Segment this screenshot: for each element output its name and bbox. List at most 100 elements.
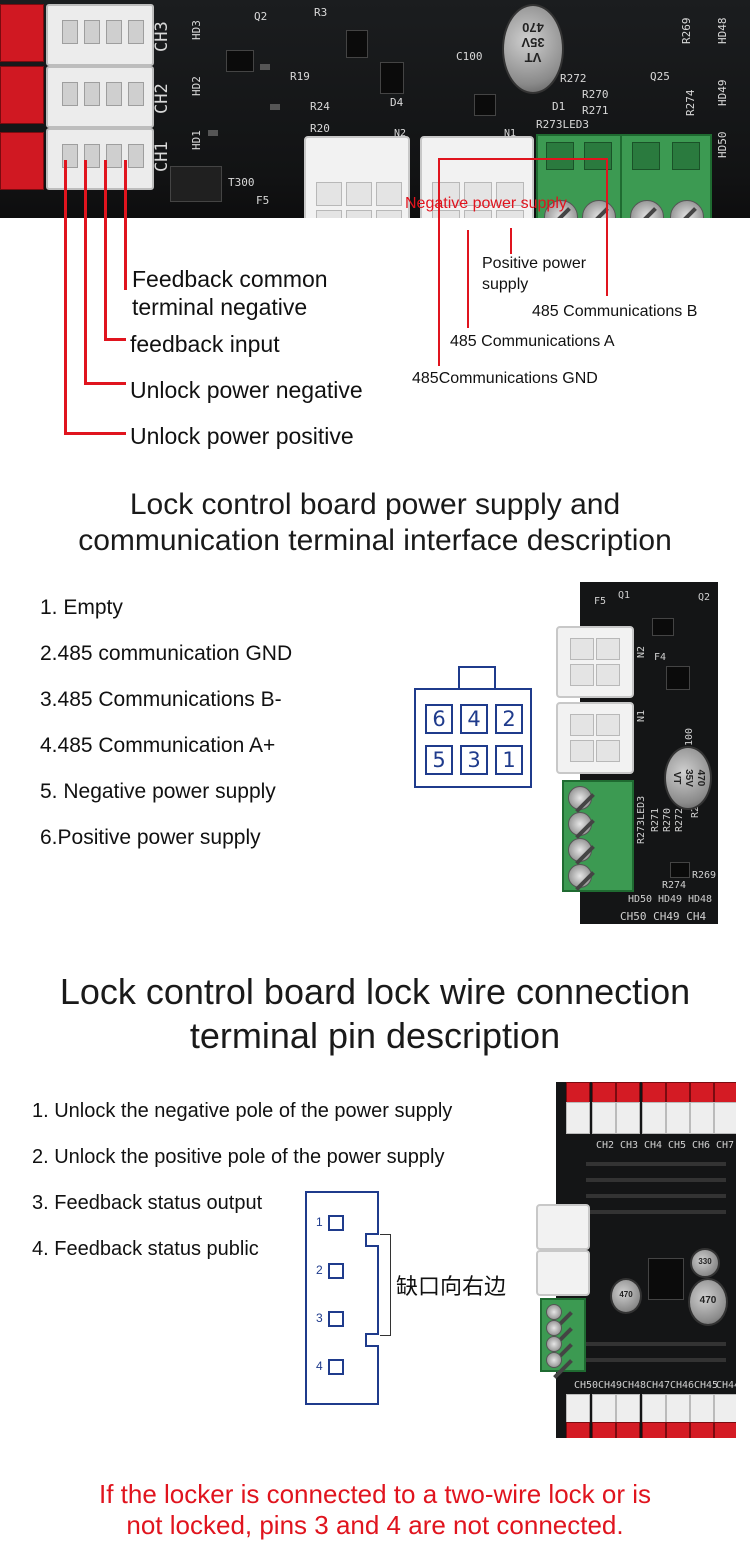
smd-row (586, 1342, 726, 1346)
label-feedback-common-line2: terminal negative (132, 294, 308, 320)
callout-line-gnd (438, 158, 440, 366)
label-485-comm-gnd: 485Communications GND (412, 370, 598, 387)
terminal-block (562, 780, 634, 892)
silk-hd1: HD1 (190, 130, 203, 150)
silk-r271: R271 (582, 104, 609, 117)
smd-chip (380, 62, 404, 94)
silk-n2: N2 (636, 645, 647, 658)
silk-r270: R270 (662, 807, 673, 832)
silk-hd50: HD50 (716, 131, 729, 159)
label-feedback-common-line1: Feedback common (132, 266, 328, 292)
section1-item-1: 1. Empty (40, 596, 123, 619)
section1-item-4: 4.485 Communication A+ (40, 734, 276, 757)
silk-ch1: CH1 (152, 141, 172, 172)
silk-r3: R3 (314, 6, 328, 19)
label-unlock-power-positive: Unlock power positive (130, 423, 354, 449)
silk-ch3: CH3 (152, 21, 172, 52)
silk-r274: R274 (684, 89, 697, 117)
smd-row (586, 1178, 726, 1182)
molex-connector-n2 (304, 136, 410, 218)
terminal-block-right (620, 134, 712, 218)
silk-led3: R273LED3 (536, 118, 589, 131)
silk-r269: R269 (680, 17, 693, 45)
label-positive-power-line1: Positive power (482, 255, 587, 272)
callout-line (104, 338, 126, 341)
pin-number-1: 1 (316, 1215, 323, 1229)
pin-1: 1 (495, 745, 523, 775)
silk-r19: R19 (290, 70, 310, 83)
silk-r274: R274 (662, 880, 687, 891)
section1-title-line1: Lock control board power supply and (129, 488, 621, 521)
smd-resistor (270, 104, 280, 110)
silk-n1: N1 (504, 128, 517, 139)
section2-item-3: 3. Feedback status output (32, 1192, 263, 1214)
header-pins (170, 166, 222, 202)
smd-chip (670, 862, 690, 878)
silk-hd3: HD3 (190, 20, 203, 40)
smd-row (586, 1162, 726, 1166)
molex-connector-n1 (556, 702, 634, 774)
pin-5: 5 (425, 745, 453, 775)
red-connector-ch2 (0, 66, 44, 124)
silk-r20: R20 (310, 122, 330, 135)
callout-line-unlock-positive (64, 160, 67, 434)
pin-number-2: 2 (316, 1263, 323, 1277)
smd-chip (474, 94, 496, 116)
smd-resistor (208, 130, 218, 136)
silk-q2: Q2 (698, 592, 711, 603)
label-positive-power-line2: supply (482, 276, 529, 293)
silk-ch5: CH5 (668, 1140, 687, 1151)
silk-q2: Q2 (254, 10, 268, 23)
silk-ch3: CH3 (620, 1140, 639, 1151)
label-feedback-input: feedback input (130, 331, 280, 357)
notch-bracket (380, 1234, 391, 1336)
silk-hd2: HD2 (190, 76, 203, 96)
smd-row (586, 1194, 726, 1198)
silk-r271: R271 (650, 807, 661, 832)
label-unlock-power-negative: Unlock power negative (130, 377, 363, 403)
silk-ch48: CH48 (622, 1380, 647, 1391)
callout-line (64, 432, 126, 435)
silk-r270: R270 (582, 88, 609, 101)
capacitor-470: VT 35V 470 (502, 4, 564, 94)
callout-line-feedback-input (104, 160, 107, 340)
terminal-block (540, 1298, 586, 1372)
capacitor-470-small: 470 (610, 1278, 642, 1314)
silk-ch2: CH2 (152, 83, 172, 114)
section1-item-5: 5. Negative power supply (40, 780, 276, 803)
molex-connector-n2 (556, 626, 634, 698)
white-connector-ch1 (46, 128, 154, 190)
molex-connector (536, 1204, 590, 1250)
molex-connector (536, 1250, 590, 1296)
silk-ch6: CH6 (692, 1140, 711, 1151)
pin-1-pad (328, 1215, 344, 1231)
silk-ch47: CH47 (646, 1380, 671, 1391)
smd-chip (666, 666, 690, 690)
smd-chip (346, 30, 368, 58)
capacitor-470-large: 470 (688, 1278, 728, 1326)
silk-ch7: CH7 (716, 1140, 735, 1151)
silk-d1: D1 (552, 100, 566, 113)
pin-2: 2 (495, 704, 523, 734)
silk-hd48: HD48 (716, 17, 729, 45)
silk-q1: Q1 (618, 590, 631, 601)
capacitor-470: 470 35V VT (664, 746, 712, 810)
silk-r273: R273LED3 (636, 795, 647, 844)
silk-ch50: CH50 (574, 1380, 599, 1391)
silk-ch2: CH2 (596, 1140, 615, 1151)
section1-item-6: 6.Positive power supply (40, 826, 261, 849)
section2-item-4: 4. Feedback status public (32, 1238, 259, 1260)
callout-line (606, 158, 608, 296)
section1-title-line2: communication terminal interface descrip… (78, 524, 672, 557)
capacitor-330: 330 (690, 1248, 720, 1278)
pin-6: 6 (425, 704, 453, 734)
silk-bottom-labels: CH50 CH49 CH4 (620, 910, 707, 923)
red-connector-ch3 (0, 4, 44, 62)
pin-3-pad (328, 1311, 344, 1327)
smd-chip (652, 618, 674, 636)
silk-n1: N1 (636, 709, 647, 722)
smd-chip (226, 50, 254, 72)
silk-r272: R272 (674, 807, 685, 832)
pin-4: 4 (460, 704, 488, 734)
